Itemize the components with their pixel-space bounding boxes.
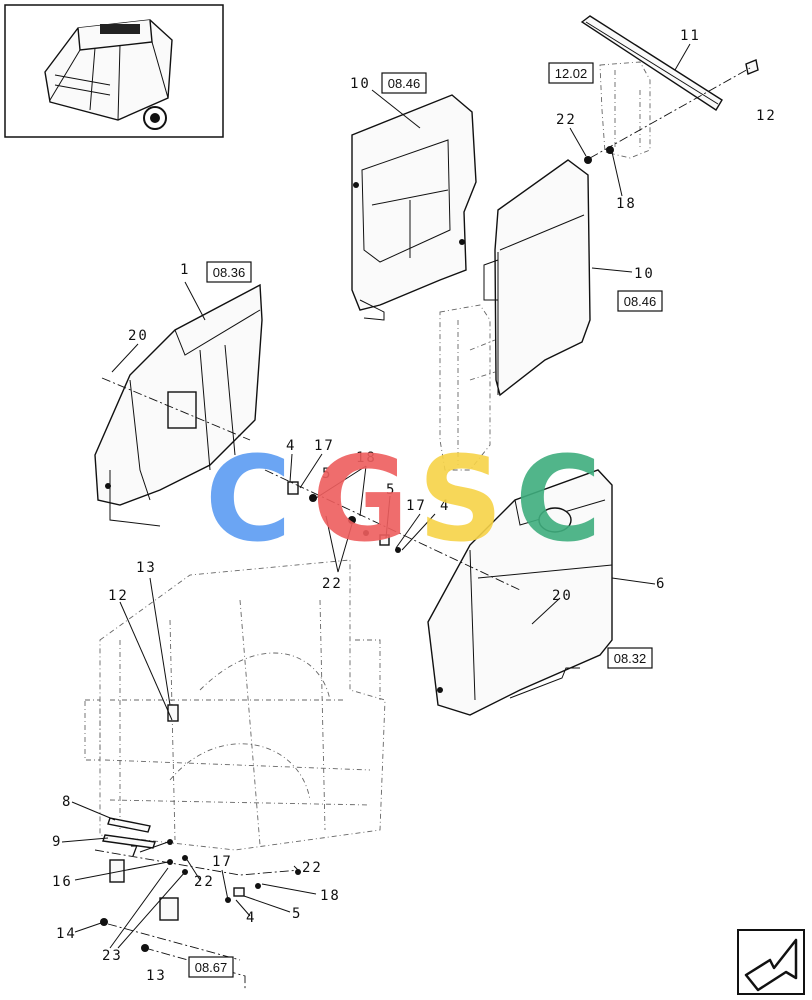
callout: 23 bbox=[102, 948, 123, 964]
watermark-letter-c1: C bbox=[205, 430, 292, 568]
callout: 10 bbox=[350, 76, 371, 92]
callout: 11 bbox=[680, 28, 701, 44]
part-6-right-shield bbox=[427, 469, 613, 716]
thumbnail-inset bbox=[4, 4, 224, 138]
callout: 6 bbox=[656, 576, 666, 592]
callout: 5 bbox=[386, 482, 396, 498]
ref-08-46-top: 08.46 bbox=[388, 76, 421, 91]
callout: 17 bbox=[212, 854, 233, 870]
callout: 9 bbox=[52, 834, 62, 850]
watermark-letter-g: G bbox=[312, 430, 409, 568]
callout: 14 bbox=[56, 926, 77, 942]
ref-08-36: 08.36 bbox=[213, 265, 246, 280]
callout: 18 bbox=[616, 196, 637, 212]
reference-boxes: 08.46 12.02 08.36 08.46 08.32 08.67 bbox=[188, 62, 663, 978]
ref-12-02: 12.02 bbox=[555, 66, 588, 81]
callout: 22 bbox=[194, 874, 215, 890]
callout: 4 bbox=[286, 438, 296, 454]
callout: 22 bbox=[556, 112, 577, 128]
callout: 20 bbox=[552, 588, 573, 604]
ref-08-67: 08.67 bbox=[195, 960, 228, 975]
baler-frame-ghost bbox=[84, 559, 386, 851]
callout: 8 bbox=[62, 794, 72, 810]
next-page-arrow-icon bbox=[744, 938, 798, 992]
part-11-rail bbox=[580, 15, 723, 111]
upright-frame-ghost bbox=[439, 304, 496, 471]
next-page-button[interactable] bbox=[737, 929, 805, 995]
callout: 5 bbox=[292, 906, 302, 922]
callout: 7 bbox=[130, 844, 140, 860]
part-1-left-shield bbox=[94, 283, 263, 527]
callout: 13 bbox=[146, 968, 167, 984]
callout: 12 bbox=[108, 588, 129, 604]
ref-08-46-right: 08.46 bbox=[624, 294, 657, 309]
callout: 20 bbox=[128, 328, 149, 344]
callout: 18 bbox=[356, 450, 377, 466]
callout: 4 bbox=[246, 910, 256, 926]
part-10-right-panel bbox=[483, 159, 591, 397]
baler-thumbnail-icon bbox=[44, 19, 173, 130]
center-hardware bbox=[287, 481, 401, 553]
leader-lines bbox=[61, 43, 691, 949]
callout: 13 bbox=[136, 560, 157, 576]
callout: 18 bbox=[320, 888, 341, 904]
lower-hardware bbox=[100, 704, 301, 952]
ref-08-32: 08.32 bbox=[614, 651, 647, 666]
part-10-upper-panel bbox=[351, 94, 477, 321]
callout: 12 bbox=[756, 108, 777, 124]
callout: 5 bbox=[322, 466, 332, 482]
callout: 10 bbox=[634, 266, 655, 282]
callout: 17 bbox=[406, 498, 427, 514]
callout: 16 bbox=[52, 874, 73, 890]
cgsc-watermark-logo: C G S C bbox=[205, 430, 602, 568]
callout: 22 bbox=[302, 860, 323, 876]
callout: 4 bbox=[440, 498, 450, 514]
bolt-12-upper bbox=[745, 59, 759, 75]
callout-labels: 11 12 10 22 18 10 1 20 4 17 18 5 5 17 4 … bbox=[52, 28, 777, 984]
alignment-lines bbox=[94, 67, 751, 990]
callout: 17 bbox=[314, 438, 335, 454]
callout: 22 bbox=[322, 576, 343, 592]
bracket-ghost bbox=[599, 61, 651, 159]
watermark-letter-c2: C bbox=[515, 430, 602, 568]
watermark-letter-s: S bbox=[418, 430, 503, 568]
callout: 1 bbox=[180, 262, 190, 278]
